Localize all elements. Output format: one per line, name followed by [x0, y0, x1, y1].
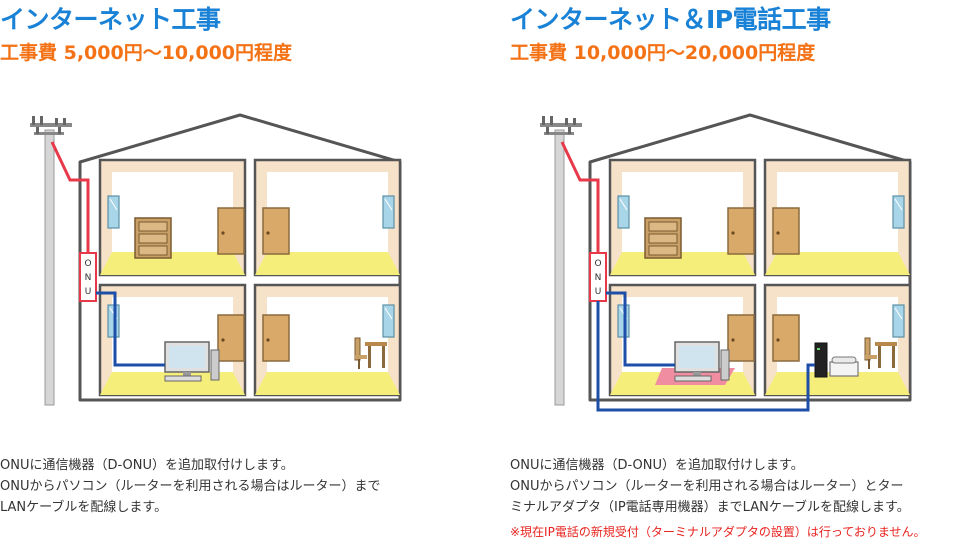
- internet-description: ONUに通信機器（D-ONU）を追加取付けします。 ONUからパソコン（ルーター…: [0, 455, 380, 518]
- ip-phone-cost: 工事費 10,000円〜20,000円程度: [510, 42, 816, 64]
- internet-cost: 工事費 5,000円〜10,000円程度: [0, 42, 293, 64]
- utility-pole: [30, 116, 72, 406]
- fiber-optic-line: [560, 141, 600, 255]
- desc-line: LANケーブルを配線します。: [0, 500, 168, 515]
- fiber-optic-line: [50, 141, 90, 255]
- drawer-chest: [644, 217, 682, 259]
- ip-phone-title: インターネット＆IP電話工事: [510, 5, 831, 34]
- desk-chair: [864, 337, 897, 369]
- internet-title: インターネット工事: [0, 5, 221, 34]
- lan-cable: [96, 291, 165, 367]
- utility-pole: [540, 116, 582, 406]
- ip-phone-notice: ※現在IP電話の新規受付（ターミナルアダプタの設置）は行っておりません。: [510, 525, 926, 539]
- internet-construction-panel: インターネット工事 工事費 5,000円〜10,000円程度: [0, 5, 402, 518]
- computer: [164, 341, 220, 382]
- internet-ip-phone-panel: インターネット＆IP電話工事 工事費 10,000円〜20,000円程度: [510, 0, 980, 548]
- lan-cable-terminal-adapter: [596, 301, 815, 412]
- onu-letter-u: U: [595, 287, 602, 297]
- desk-chair: [354, 337, 387, 369]
- house: [78, 113, 402, 402]
- onu-letter-o: O: [594, 259, 601, 269]
- desc-line: ミナルアダプタ（IP電話専用機器）までLANケーブルを配線します。: [510, 500, 910, 515]
- ip-phone: [829, 356, 859, 377]
- terminal-adapter: [814, 342, 828, 378]
- desc-line: ONUに通信機器（D-ONU）を追加取付けします。: [510, 458, 804, 473]
- onu-letter-o: O: [84, 259, 91, 269]
- onu-letter-u: U: [85, 287, 92, 297]
- desc-line: ONUに通信機器（D-ONU）を追加取付けします。: [0, 458, 294, 473]
- onu-device: O N U: [79, 252, 97, 302]
- computer: [674, 341, 730, 382]
- onu-device: O N U: [589, 252, 607, 302]
- internet-house-diagram: O N U: [30, 113, 402, 406]
- house: [588, 113, 912, 402]
- desc-line: ONUからパソコン（ルーターを利用される場合はルーター）とター: [510, 479, 904, 494]
- ip-phone-description: ONUに通信機器（D-ONU）を追加取付けします。 ONUからパソコン（ルーター…: [510, 455, 926, 543]
- desc-line: ONUからパソコン（ルーターを利用される場合はルーター）まで: [0, 479, 381, 494]
- drawer-chest: [134, 217, 172, 259]
- lan-cable-pc: [606, 291, 675, 367]
- onu-letter-n: N: [85, 273, 92, 283]
- onu-letter-n: N: [595, 273, 602, 283]
- ip-phone-house-diagram: O N U: [540, 113, 912, 412]
